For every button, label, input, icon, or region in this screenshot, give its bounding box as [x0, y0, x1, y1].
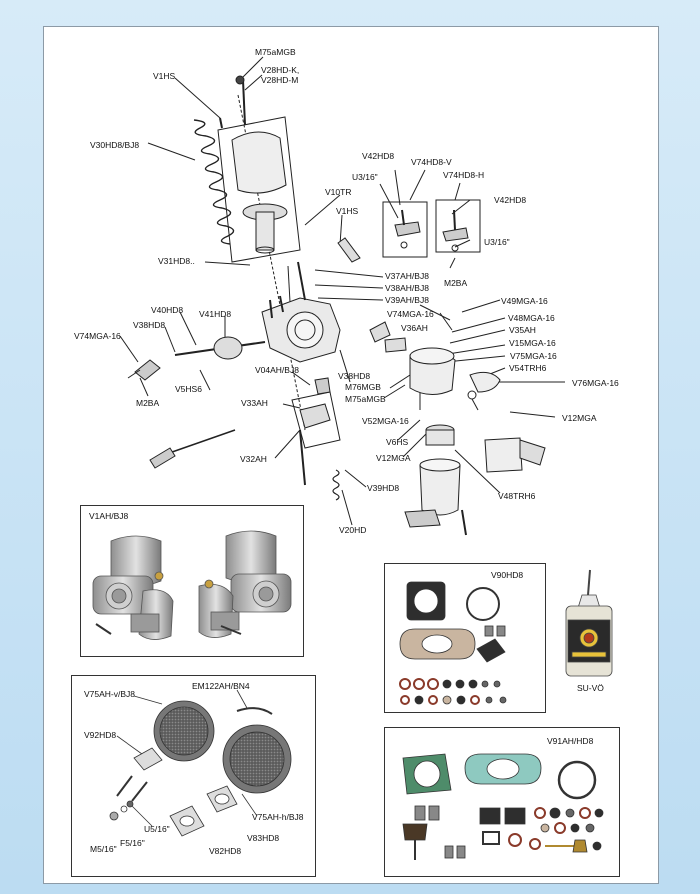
- label-v54trh6: V54TRH6: [509, 363, 547, 373]
- label-v39ah: V39AH/BJ8: [385, 295, 429, 305]
- label-v41hd8: V41HD8: [199, 309, 232, 319]
- label-v48trh6: V48TRH6: [498, 491, 536, 501]
- label-v52mga: V52MGA-16: [362, 416, 409, 426]
- label-m76mgb: M76MGB: [345, 382, 381, 392]
- label-v92hd8: V92HD8: [84, 730, 117, 740]
- label-v82hd8: V82HD8: [209, 846, 242, 856]
- label-m2ba-a: M2BA: [444, 278, 468, 288]
- label-v20hd: V20HD: [339, 525, 367, 535]
- label-v83hd8: V83HD8: [247, 833, 280, 843]
- gasket-kit-v90hd8-image: [399, 581, 507, 705]
- label-v75ah-v: V75AH-v/BJ8: [84, 689, 136, 699]
- carburettor-pair-box: V1AH/BJ8: [80, 505, 304, 657]
- label-v31hd8: V31HD8..: [158, 256, 195, 266]
- label-u3-16-b: U3/16": [484, 237, 510, 247]
- label-v1hs-top: V1HS: [153, 71, 176, 81]
- label-v1ah-bj8: V1AH/BJ8: [89, 511, 129, 521]
- label-v76mga: V76MGA-16: [572, 378, 619, 388]
- gasket-kit-v90hd8-box: V90HD8: [384, 563, 546, 713]
- label-v6hs: V6HS: [386, 437, 409, 447]
- air-filter-image: [109, 689, 292, 837]
- carburettor-pair-image: [92, 530, 292, 640]
- label-v75ah-h: V75AH-h/BJ8: [252, 812, 304, 822]
- label-v28hd-m: V28HD-M: [261, 75, 299, 85]
- label-v10tr: V10TR: [325, 187, 352, 197]
- label-v42hd8-b: V42HD8: [494, 195, 527, 205]
- label-v35ah: V35AH: [509, 325, 536, 335]
- label-v1hs-mid: V1HS: [336, 206, 359, 216]
- label-m75amgb: M75aMGB: [255, 47, 296, 57]
- label-v37ah: V37AH/BJ8: [385, 271, 429, 281]
- gasket-kit-v91ah-image: [402, 753, 604, 860]
- label-v75mga: V75MGA-16: [510, 351, 557, 361]
- label-v91ah: V91AH/HD8: [547, 736, 594, 746]
- label-v38hd8-b: V38HD8: [338, 371, 371, 381]
- label-v15mga: V15MGA-16: [509, 338, 556, 348]
- label-v5hs6: V5HS6: [175, 384, 202, 394]
- label-v32ah: V32AH: [240, 454, 267, 464]
- label-f5-16: F5/16": [120, 838, 145, 848]
- gasket-kit-v91ah-box: V91AH/HD8: [384, 727, 620, 877]
- label-v04ah: V04AH/BJ8: [255, 365, 299, 375]
- label-su-vo: SU-VÖ: [577, 683, 604, 693]
- label-u5-16: U5/16": [144, 824, 170, 834]
- label-em122ah: EM122AH/BN4: [192, 681, 250, 691]
- label-v36ah: V36AH: [401, 323, 428, 333]
- label-v12mga-b: V12MGA: [376, 453, 411, 463]
- label-v74hd8-v: V74HD8-V: [411, 157, 452, 167]
- label-v42hd8-a: V42HD8: [362, 151, 395, 161]
- label-v12mga-a: V12MGA: [562, 413, 597, 423]
- label-v30hd8: V30HD8/BJ8: [90, 140, 140, 150]
- air-filter-box: V75AH-v/BJ8 EM122AH/BN4 V92HD8 V75AH-h/B…: [71, 675, 316, 877]
- label-v74mga-16-b: V74MGA-16: [74, 331, 121, 341]
- label-v38ah: V38AH/BJ8: [385, 283, 429, 293]
- label-u3-16-a: U3/16": [352, 172, 378, 182]
- label-m2ba-b: M2BA: [136, 398, 160, 408]
- label-v38hd8-a: V38HD8: [133, 320, 166, 330]
- label-v33ah: V33AH: [241, 398, 268, 408]
- label-v49mga: V49MGA-16: [501, 296, 548, 306]
- label-v74hd8-h: V74HD8-H: [443, 170, 485, 180]
- label-v28hd-k: V28HD-K,: [261, 65, 300, 75]
- label-v74mga-16-a: V74MGA-16: [387, 309, 434, 319]
- label-v48mga: V48MGA-16: [508, 313, 555, 323]
- label-m5-16: M5/16": [90, 844, 117, 854]
- label-v39hd8: V39HD8: [367, 483, 400, 493]
- label-v40hd8: V40HD8: [151, 305, 184, 315]
- label-m75amgb-b: M75aMGB: [345, 394, 386, 404]
- label-v90hd8: V90HD8: [491, 570, 524, 580]
